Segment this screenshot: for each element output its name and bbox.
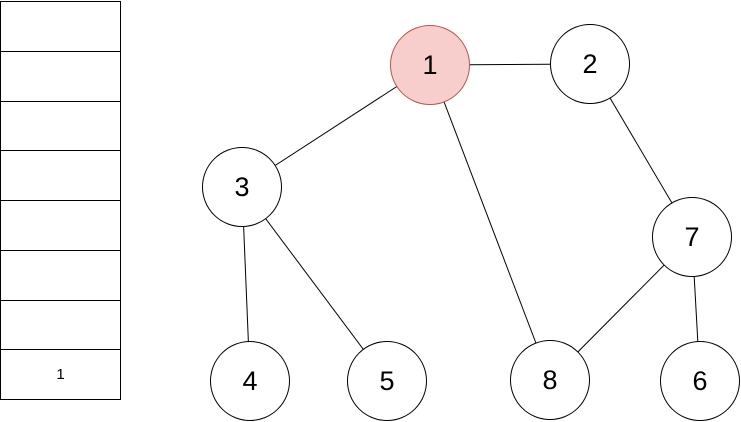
graph-node-7: 7 xyxy=(652,197,732,277)
graph-node-label: 2 xyxy=(582,48,598,79)
graph-node-3: 3 xyxy=(202,147,282,227)
graph-node-label: 6 xyxy=(692,365,708,396)
stack-cell-8: 1 xyxy=(56,366,65,384)
stack-cell-2 xyxy=(1,52,120,102)
graph-node-2: 2 xyxy=(550,24,630,104)
stack-cell-3 xyxy=(1,102,120,152)
stack-table: 1 xyxy=(0,1,121,400)
graph-node-label: 1 xyxy=(422,49,438,80)
edge-1-8 xyxy=(429,64,551,381)
stack-cell-1 xyxy=(1,2,120,52)
graph-node-8: 8 xyxy=(510,340,590,420)
graph-node-label: 5 xyxy=(379,365,395,396)
stack-cell-6 xyxy=(1,251,120,301)
stack-cell-5 xyxy=(1,201,120,251)
graph-node-label: 7 xyxy=(684,221,700,252)
graph-node-5: 5 xyxy=(347,341,427,421)
graph-node-label: 8 xyxy=(542,364,558,395)
graph-node-label: 4 xyxy=(242,365,258,396)
stack-cell-4 xyxy=(1,151,120,201)
graph-node-label: 3 xyxy=(234,171,250,202)
graph-node-4: 4 xyxy=(210,341,290,421)
graph-node-1: 1 xyxy=(390,25,470,105)
stack-cell-7 xyxy=(1,301,120,351)
graph-node-6: 6 xyxy=(660,341,740,421)
